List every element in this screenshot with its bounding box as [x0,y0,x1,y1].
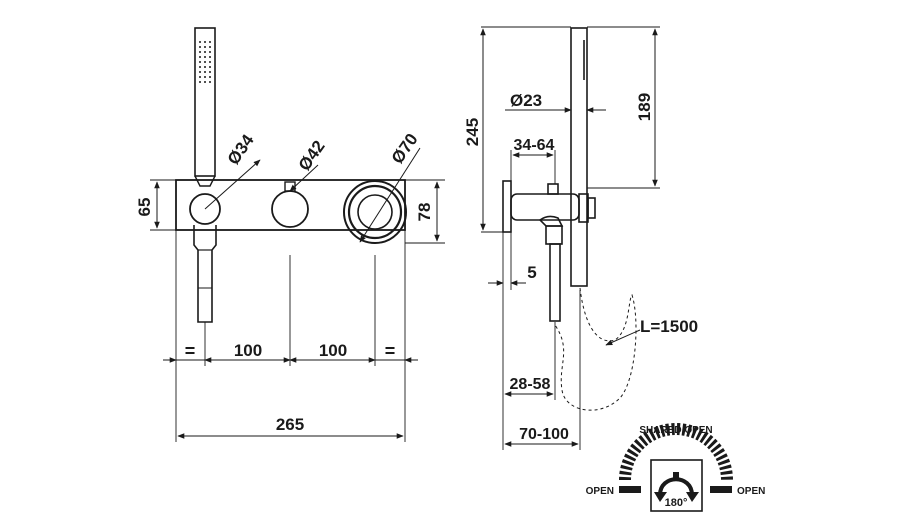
label-range-a: 34-64 [514,137,555,154]
shared-open-arc [619,423,733,481]
leader-hose-length [605,329,641,346]
leader-diam-knob [289,164,319,192]
label-open-right: OPEN [737,486,765,497]
label-diam-handset: Ø23 [510,91,542,110]
label-spacing-1: 100 [234,341,262,360]
label-range-c: 70-100 [519,426,569,443]
front-view: Ø34 Ø42 Ø70 65 78 = 100 100 = 265 [135,27,445,442]
open-bar-right [710,486,732,493]
label-equal-right: = [385,341,396,361]
label-diam-knob: Ø42 [295,137,329,174]
diverter-legend: SHARED OPEN OPEN OPEN 180° [586,423,765,512]
label-diam-shower: Ø34 [224,131,258,169]
label-diam-rosette: Ø70 [388,130,422,167]
shower-spray-holes [199,41,211,83]
leader-diam-shower [204,159,261,210]
rotation-arrow-icon [658,477,694,496]
hand-shower-side [570,27,596,287]
open-bar-left [619,486,641,493]
label-spacing-2: 100 [319,341,347,360]
hose-connector-front [193,225,217,323]
label-equal-left: = [185,341,196,361]
wall-plate-side [502,180,512,233]
shower-hose [554,287,637,411]
label-total-height: 245 [463,118,482,146]
label-open-left: OPEN [586,486,614,497]
label-range-b: 28-58 [510,376,551,393]
label-shared-open: SHARED OPEN [639,425,712,436]
label-total-width: 265 [276,415,304,434]
shower-holder-knob [189,193,221,225]
mixer-body-side [510,183,580,322]
label-rotation: 180° [665,497,688,509]
side-view: 245 Ø23 189 34-64 5 L=1500 28-58 70-100 [463,26,698,450]
label-plate-height: 65 [135,198,154,217]
diverter-knob [271,181,309,228]
leader-diam-rosette [359,147,421,243]
label-wall-offset: 5 [527,263,536,282]
mixer-rosette [343,180,407,244]
label-hose-length: L=1500 [640,317,698,336]
label-handset-height: 189 [635,93,654,121]
hand-shower-front [194,27,216,187]
diverter-knob-box [650,459,703,512]
extension-lines-side [481,26,660,450]
label-rosette-height: 78 [415,203,434,222]
